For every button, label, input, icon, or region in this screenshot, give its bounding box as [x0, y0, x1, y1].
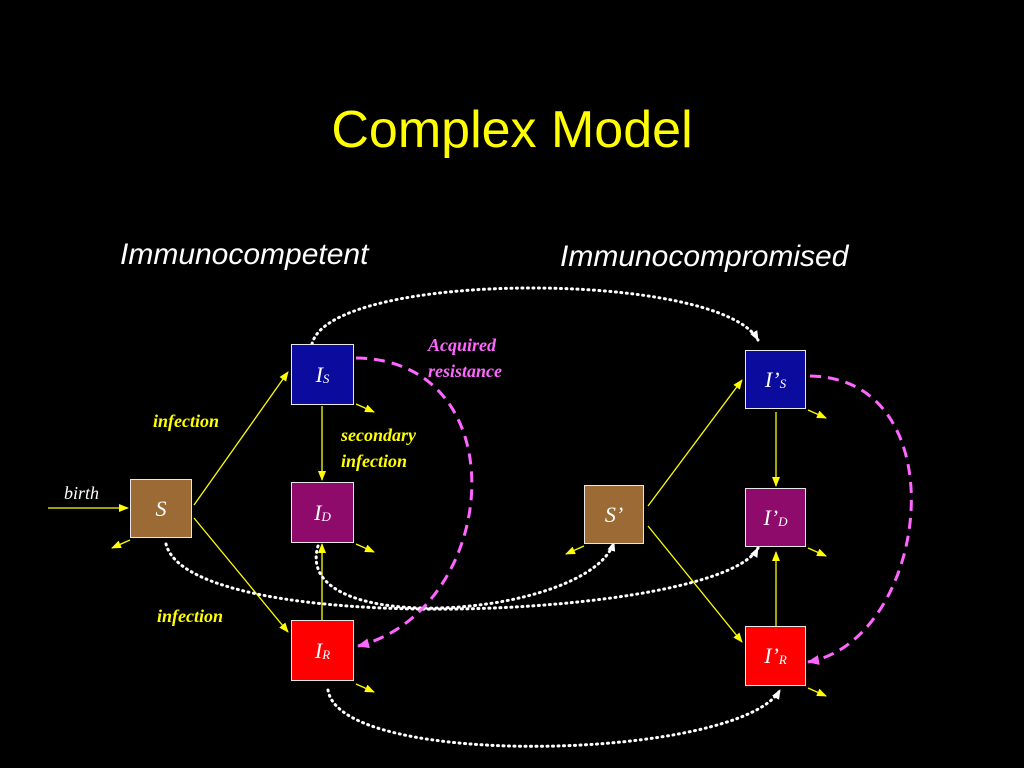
- compartment-id-subscript: D: [321, 508, 331, 524]
- slide-title: Complex Model: [331, 101, 693, 159]
- arrow-id-death: [355, 543, 375, 553]
- compartment-s-label: S: [155, 495, 167, 521]
- arrow-infection-s-to-ir: [193, 517, 289, 633]
- dotted-id-to-s2: [314, 540, 616, 610]
- compartment-ir-prime-subscript: R: [778, 652, 787, 667]
- heading-immunocompetent: Immunocompetent: [120, 238, 369, 271]
- compartment-is-prime: I’S: [745, 350, 806, 409]
- arrow-infection-s-to-is: [193, 371, 289, 506]
- compartment-ir-subscript: R: [322, 646, 331, 662]
- dashed-is2-to-ir2: [807, 374, 913, 665]
- compartment-ir-prime-label: I’: [764, 643, 779, 668]
- compartment-is-prime-subscript: S: [779, 375, 787, 391]
- dotted-is-to-is2: [310, 286, 760, 346]
- label-infection-top: infection: [153, 411, 219, 431]
- compartment-ir-label: I: [314, 637, 323, 663]
- arrow-s2-death: [565, 545, 585, 555]
- arrow-id2-death: [807, 547, 827, 557]
- arrow-is-death: [355, 403, 375, 413]
- compartment-id-prime-subscript: D: [778, 513, 788, 529]
- label-acquired-resistance-line1: Acquired: [428, 335, 497, 355]
- label-birth: birth: [64, 483, 100, 503]
- arrow-s2-to-ir2: [647, 525, 743, 643]
- compartment-s-prime-label: S’: [604, 501, 624, 527]
- compartment-is-label: I: [315, 361, 323, 387]
- label-secondary-infection-line2: infection: [341, 451, 407, 471]
- compartment-s-prime: S’: [584, 485, 644, 544]
- label-secondary-infection-line1: secondary: [341, 425, 416, 445]
- label-acquired-resistance: Acquired resistance: [428, 332, 502, 384]
- arrow-is2-death: [807, 409, 827, 419]
- arrow-ir2-death: [807, 687, 827, 697]
- label-acquired-resistance-line2: resistance: [428, 361, 502, 381]
- heading-immunocompromised: Immunocompromised: [560, 240, 849, 273]
- compartment-s: S: [130, 479, 192, 538]
- label-infection-bottom: infection: [157, 606, 223, 626]
- compartment-id-prime-label: I’: [763, 504, 779, 530]
- dotted-s-to-id2: [164, 542, 760, 611]
- compartment-ir-prime: I’R: [745, 626, 806, 686]
- compartment-id-prime: I’D: [745, 488, 806, 547]
- label-secondary-infection: secondary infection: [341, 422, 416, 474]
- dashed-is-to-ir: [355, 356, 474, 649]
- compartment-is-subscript: S: [322, 370, 330, 386]
- compartment-is-prime-label: I’: [764, 366, 780, 392]
- compartment-id-label: I: [314, 499, 322, 525]
- dotted-ir-to-ir2: [326, 688, 782, 748]
- arrow-s-death: [111, 539, 131, 549]
- arrow-s2-to-is2: [647, 379, 743, 507]
- arrow-ir-death: [355, 683, 375, 693]
